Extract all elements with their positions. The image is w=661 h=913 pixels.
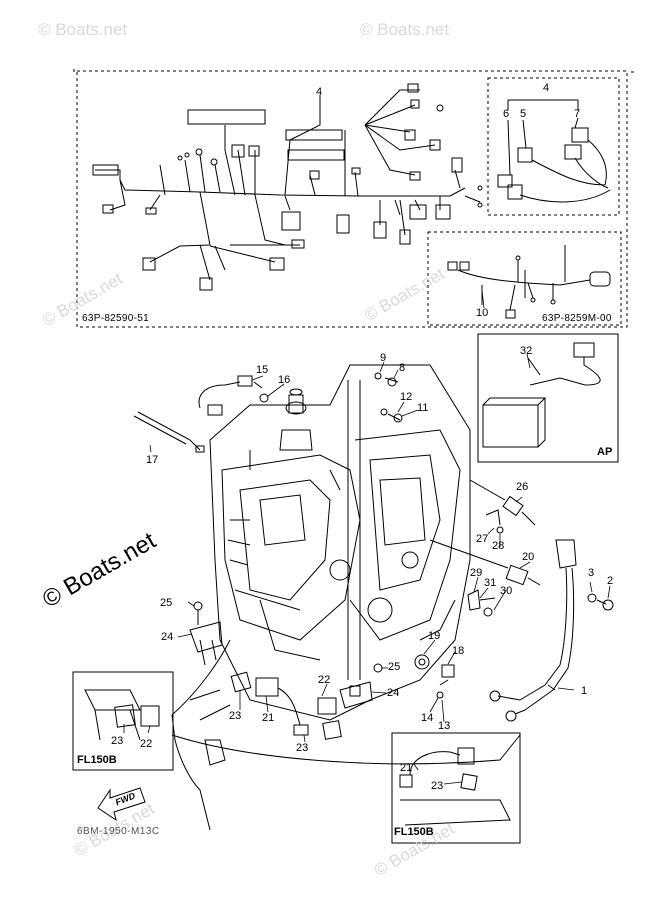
callout-26: 26: [516, 481, 529, 493]
callout-25a: 25: [160, 597, 173, 609]
inset-callout-7: 7: [574, 108, 581, 120]
callout-16: 16: [278, 374, 291, 386]
callout-1: 1: [581, 685, 588, 697]
cable-tie-17: [133, 411, 205, 453]
fl150b-left-callout-23: 23: [111, 735, 124, 747]
bracket-29-31: [467, 589, 496, 617]
callout-23b: 23: [296, 742, 309, 754]
sub-harness-box-border: [427, 231, 622, 326]
fl150b-left-drawing: [84, 689, 160, 741]
sender-26: [469, 479, 536, 526]
battery-cable-1: [489, 539, 577, 722]
callout-27: 27: [476, 533, 489, 545]
footer-code: 6BM-1950-M13C: [77, 826, 160, 837]
callout-24a: 24: [161, 631, 174, 643]
callout-32: 32: [520, 345, 533, 357]
harness-box-border: [76, 70, 628, 328]
bolts-8-9: [374, 372, 399, 387]
callout-3: 3: [588, 567, 595, 579]
ap-parts-drawing: [482, 342, 601, 448]
fl150b-left-callout-22: 22: [140, 738, 153, 750]
callout-13: 13: [438, 720, 451, 732]
leader-lines: [123, 289, 611, 785]
bracket-24a: [189, 601, 223, 666]
fl150b-right-callout-23: 23: [431, 780, 444, 792]
callout-31: 31: [484, 577, 497, 589]
callout-4: 4: [316, 86, 323, 98]
sensor-18: [439, 664, 455, 686]
callout-20: 20: [522, 551, 535, 563]
callout-15: 15: [256, 364, 269, 376]
watermark-text: © Boats.net: [360, 20, 450, 39]
switch-20: [429, 539, 541, 586]
callout-10: 10: [476, 307, 489, 319]
callout-29: 29: [470, 567, 483, 579]
clip-27-28: [485, 509, 504, 534]
fwd-arrow-icon: [97, 787, 146, 822]
bolt-13-14: [436, 691, 444, 699]
ap-tag: AP: [597, 446, 613, 458]
grommet-23: [230, 671, 342, 740]
callout-9: 9: [380, 352, 387, 364]
harness-part-code: 63P-82590-51: [82, 313, 149, 324]
crop-marks: [73, 69, 634, 73]
callout-30: 30: [500, 585, 513, 597]
callout-21: 21: [262, 712, 275, 724]
bolts-11-12: [380, 408, 403, 423]
fl150b-right-drawing: [399, 747, 511, 826]
harness-inset-border: [487, 77, 620, 216]
wire-harness-drawing: [92, 83, 483, 291]
inset-harness-drawing: [497, 99, 611, 203]
callout-12: 12: [400, 391, 413, 403]
bolts-2-3: [587, 593, 614, 611]
sub-harness-drawing: [447, 245, 611, 319]
switch-21-22: [255, 677, 337, 736]
sensor-15: [198, 375, 263, 416]
fl150b-right-callout-21: 21: [400, 762, 413, 774]
inset-callout-5: 5: [520, 108, 527, 120]
inset-callout-4: 4: [543, 82, 550, 94]
callout-2: 2: [607, 575, 614, 587]
washer-16: [259, 393, 269, 403]
ap-box-border: [477, 333, 619, 463]
fl150b-left-tag: FL150B: [77, 754, 117, 766]
sub-harness-part-code: 63P-8259M-00: [542, 313, 612, 324]
fl150b-right-border: [391, 732, 521, 844]
engine-block-drawing: [171, 364, 521, 831]
fl150b-right-tag: FL150B: [394, 826, 434, 838]
callout-23: 23: [229, 710, 242, 722]
callout-14: 14: [421, 712, 434, 724]
callout-22: 22: [318, 674, 331, 686]
bracket-24b: [339, 663, 383, 709]
grommet-19: [414, 654, 430, 670]
inset-callout-6: 6: [503, 108, 510, 120]
callout-17: 17: [146, 454, 159, 466]
callout-28: 28: [492, 540, 505, 552]
watermark-text: © Boats.net: [38, 20, 128, 39]
callout-25b: 25: [388, 661, 401, 673]
fl150b-left-border: [72, 671, 174, 771]
callout-11: 11: [417, 402, 429, 414]
callout-18: 18: [452, 645, 465, 657]
callout-8: 8: [399, 362, 406, 374]
callout-24b: 24: [387, 687, 400, 699]
callout-19: 19: [428, 630, 441, 642]
